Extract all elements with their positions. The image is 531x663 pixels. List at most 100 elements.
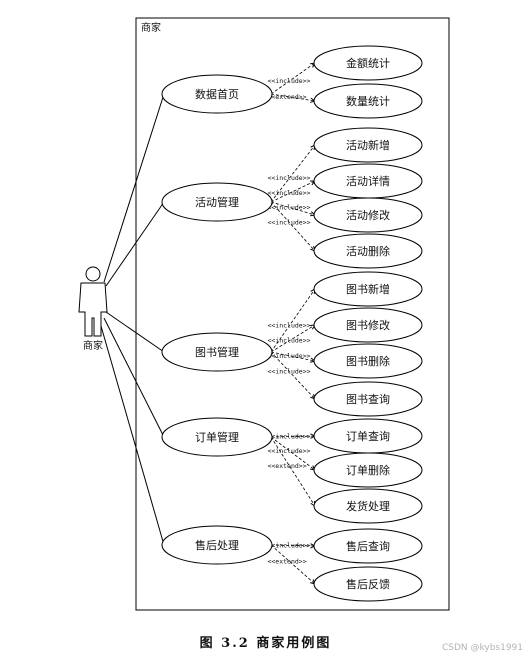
- sub-use-case: 图书删除: [313, 343, 423, 379]
- actor-association-line: [105, 311, 165, 353]
- actor-association-line: [105, 201, 165, 287]
- actor-association-line: [103, 317, 165, 438]
- relationship-label: <<include>>: [267, 203, 310, 211]
- figure-caption: 图 3.2 商家用例图: [199, 636, 332, 651]
- sub-use-case: 数量统计: [313, 83, 423, 119]
- relationship-label: <<include>>: [267, 174, 310, 182]
- relationship-line: [270, 351, 316, 400]
- use-case-ellipse: [313, 343, 423, 379]
- actor-head: [85, 266, 101, 282]
- relationship-line: [270, 93, 316, 102]
- relationship-label: <<include>>: [267, 352, 310, 360]
- actor-association-line: [100, 325, 165, 546]
- actor-association-line: [103, 93, 165, 283]
- sub-use-case: 图书查询: [313, 381, 423, 417]
- use-case-label: 数据首页: [195, 87, 239, 101]
- use-case-label: 活动详情: [346, 174, 390, 188]
- relationship-line: [270, 62, 316, 95]
- relationship-label: <<include>>: [267, 219, 310, 227]
- use-case-ellipse: [161, 74, 273, 114]
- system-boundary-label: 商家: [141, 21, 161, 34]
- use-case-label: 售后反馈: [346, 577, 390, 591]
- use-case-ellipse: [161, 417, 273, 457]
- main-use-case: 活动管理: [161, 182, 273, 222]
- relationship-line: [270, 436, 316, 507]
- use-case-label: 订单管理: [195, 430, 239, 444]
- use-case-ellipse: [313, 45, 423, 81]
- use-case-label: 订单删除: [346, 463, 390, 477]
- sub-use-case: 活动修改: [313, 197, 423, 233]
- use-case-label: 图书删除: [346, 354, 390, 368]
- watermark: CSDN @kybs1991: [441, 643, 523, 653]
- sub-use-case: 活动详情: [313, 163, 423, 199]
- use-case-label: 数量统计: [346, 95, 390, 108]
- sub-use-case: 订单删除: [313, 452, 423, 488]
- use-case-label: 活动修改: [346, 208, 390, 222]
- use-case-ellipse: [313, 452, 423, 488]
- use-case-ellipse: [313, 307, 423, 343]
- relationship-label: <<include>>: [267, 337, 310, 345]
- use-case-label: 售后查询: [346, 539, 390, 553]
- relationship-label: <<extend>>: [267, 462, 306, 470]
- use-case-label: 订单查询: [346, 429, 390, 443]
- relationship-label: <<extend>>: [267, 93, 306, 101]
- use-case-label: 图书修改: [346, 318, 390, 332]
- use-case-ellipse: [313, 197, 423, 233]
- relationship-line: [270, 324, 316, 353]
- relationship-line: [270, 180, 316, 203]
- use-case-label: 金额统计: [346, 56, 390, 70]
- relationship-label: <<include>>: [267, 77, 310, 85]
- relationship-label: <<include>>: [267, 322, 310, 330]
- actor-body: [78, 282, 108, 337]
- relationship-label: <<extend>>: [267, 557, 306, 565]
- use-case-ellipse: [313, 566, 423, 602]
- use-case-label: 活动新增: [346, 138, 390, 152]
- relationship-line: [270, 201, 316, 252]
- use-case-label: 图书管理: [195, 345, 239, 359]
- use-case-ellipse: [313, 233, 423, 269]
- association-lines: <<include>> <<extend>> <<include>> <<includ…: [100, 62, 317, 585]
- use-case-label: 图书新增: [346, 282, 390, 296]
- relationship-line: [270, 544, 316, 547]
- use-case-ellipse: [313, 488, 423, 524]
- relationship-line: [270, 351, 316, 362]
- main-use-case: 售后处理: [161, 525, 273, 565]
- relationship-line: [270, 436, 316, 471]
- use-case-ellipse: [161, 525, 273, 565]
- use-case-ellipse: [161, 332, 273, 372]
- relationship-label: <<include>>: [267, 433, 310, 441]
- relationship-line: [270, 201, 316, 216]
- relationship-line: [270, 144, 316, 203]
- actor-figure: 商家: [78, 266, 108, 352]
- main-use-case: 订单管理: [161, 417, 273, 457]
- use-case-ellipse: [161, 182, 273, 222]
- relationship-label: <<include>>: [267, 368, 310, 376]
- relationship-line: [270, 288, 316, 353]
- use-case-ellipse: [313, 83, 423, 119]
- relationship-label: <<include>>: [267, 447, 310, 455]
- use-case-ellipse: [313, 381, 423, 417]
- sub-use-case: 活动新增: [313, 127, 423, 163]
- sub-use-case: 金额统计: [313, 45, 423, 81]
- relationship-label: <<include>>: [267, 541, 310, 549]
- main-use-case: 图书管理: [161, 332, 273, 372]
- sub-use-case: 售后查询: [313, 528, 423, 564]
- main-use-case: 数据首页: [161, 74, 273, 114]
- use-case-label: 售后处理: [195, 538, 239, 552]
- sub-use-case: 发货处理: [313, 488, 423, 524]
- use-case-ellipse: [313, 127, 423, 163]
- use-case-label: 发货处理: [346, 499, 390, 513]
- use-case-ellipse: [313, 271, 423, 307]
- use-case-label: 活动删除: [346, 244, 390, 258]
- sub-use-case: 订单查询: [313, 418, 423, 454]
- actor-label: 商家: [83, 339, 103, 352]
- system-boundary: [135, 17, 450, 611]
- use-case-label: 活动管理: [195, 195, 239, 209]
- sub-use-case: 图书新增: [313, 271, 423, 307]
- sub-use-case: 图书修改: [313, 307, 423, 343]
- sub-use-case: 活动删除: [313, 233, 423, 269]
- sub-use-case: 售后反馈: [313, 566, 423, 602]
- use-case-label: 图书查询: [346, 392, 390, 406]
